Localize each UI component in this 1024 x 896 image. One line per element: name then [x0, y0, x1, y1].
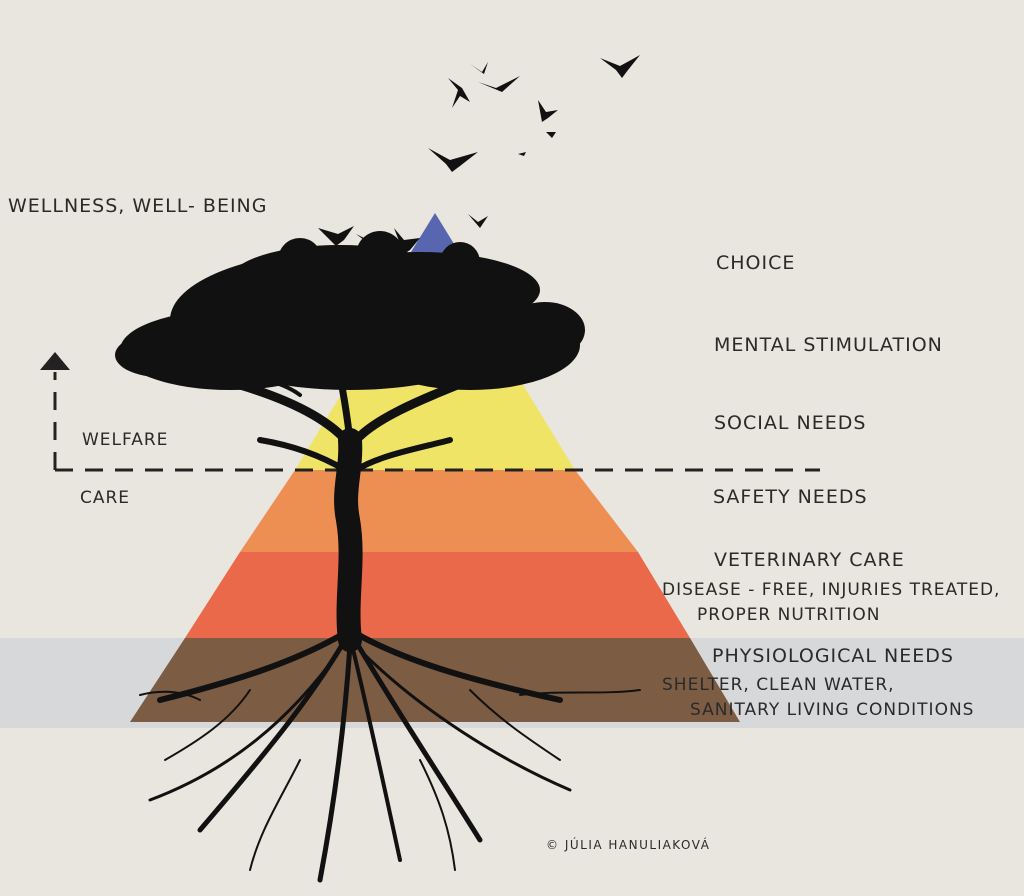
- level-label-mental-stimulation: MENTAL STIMULATION: [714, 334, 943, 356]
- bird-icon: [538, 100, 558, 122]
- level-label-choice: CHOICE: [716, 252, 796, 274]
- welfare-care-divider: [53, 372, 820, 472]
- tree-canopy: [115, 231, 585, 390]
- veterinary-detail-line2: PROPER NUTRITION: [697, 605, 881, 625]
- tree-roots: [139, 627, 641, 883]
- care-label: CARE: [80, 488, 131, 508]
- bird-icon: [428, 148, 478, 172]
- tree-silhouette: [115, 231, 641, 883]
- pyramid-level-physiological-needs: [130, 638, 740, 722]
- pyramid-level-veterinary-care: [185, 552, 690, 638]
- bird-icon: [468, 214, 488, 228]
- bird-icon: [546, 132, 556, 138]
- bird-icon: [356, 234, 380, 246]
- bird-icon: [448, 78, 470, 108]
- bird-icon: [394, 228, 420, 254]
- physiological-detail-line2: SANITARY LIVING CONDITIONS: [690, 700, 975, 720]
- level-label-social-needs: SOCIAL NEEDS: [714, 412, 867, 434]
- bird-icon: [478, 76, 520, 92]
- pyramid-level-social-needs: [295, 380, 575, 470]
- physiological-detail-line1: SHELTER, CLEAN WATER,: [662, 675, 895, 695]
- level-label-safety-needs: SAFETY NEEDS: [713, 486, 868, 508]
- welfare-label: WELFARE: [82, 430, 169, 450]
- bird-icon: [600, 55, 640, 78]
- level-label-physiological-needs: PHYSIOLOGICAL NEEDS: [712, 645, 954, 667]
- artist-credit: © JÚLIA HANULIAKOVÁ: [546, 838, 711, 852]
- bird-icon: [518, 152, 526, 156]
- bird-icon: [318, 226, 354, 246]
- birds: [318, 55, 640, 254]
- tree-trunk: [208, 336, 522, 652]
- up-arrow-icon: [40, 352, 70, 370]
- level-label-veterinary-care: VETERINARY CARE: [714, 549, 905, 571]
- wellness-label: WELLNESS, WELL- BEING: [8, 195, 268, 217]
- bird-icon: [470, 62, 488, 74]
- pyramid-level-safety-needs: [240, 470, 638, 552]
- veterinary-detail-line1: DISEASE - FREE, INJURIES TREATED,: [662, 580, 1001, 600]
